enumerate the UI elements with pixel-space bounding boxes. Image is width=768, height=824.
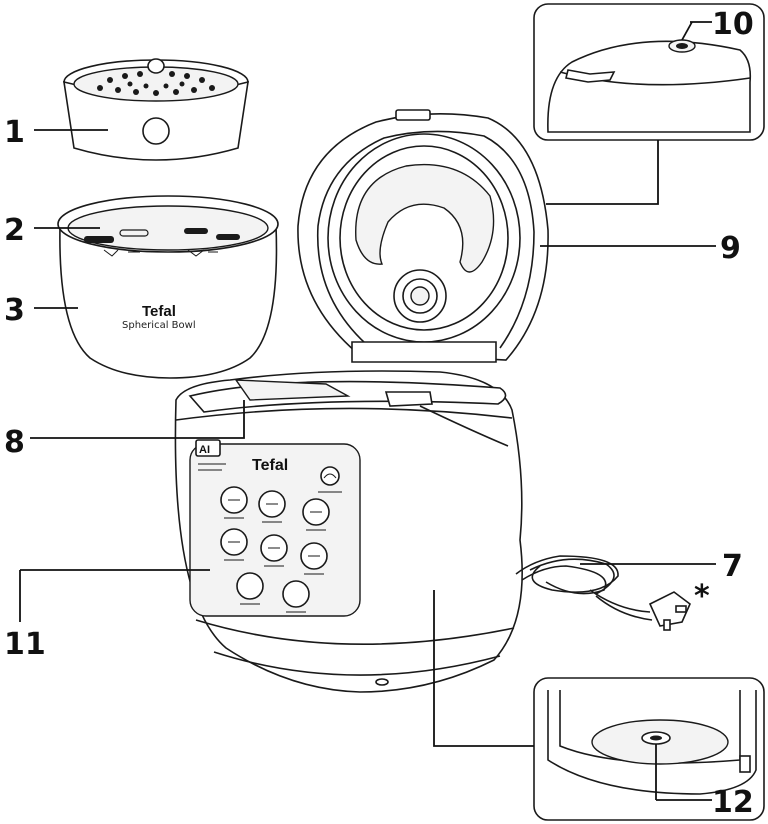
plug	[648, 591, 691, 631]
callout-3: 3	[4, 293, 25, 328]
water-level-marks	[84, 228, 240, 257]
bowl-model: Spherical Bowl	[122, 320, 196, 331]
callout-2: 2	[4, 213, 25, 248]
callout-11: 11	[4, 627, 46, 662]
callout-9: 9	[720, 231, 741, 266]
callout-asterisk: *	[694, 579, 710, 614]
body-brand: Tefal	[252, 457, 288, 474]
callout-10: 10	[712, 7, 754, 42]
callout-7: 7	[722, 549, 743, 584]
steam-basket	[63, 58, 249, 161]
power-cord	[515, 555, 691, 631]
inset-lid-vent	[533, 3, 765, 141]
steam-holes	[97, 71, 215, 96]
callout-8: 8	[4, 425, 25, 460]
callout-12: 12	[712, 785, 754, 820]
inner-bowl: Tefal Spherical Bowl	[57, 195, 279, 379]
cooker-body: Tefal AI	[174, 370, 523, 693]
bowl-brand: Tefal	[142, 303, 176, 320]
callout-1: 1	[4, 115, 25, 150]
inset-base	[533, 677, 765, 821]
control-buttons	[220, 486, 330, 613]
open-lid	[297, 109, 549, 363]
ai-badge: AI	[199, 444, 210, 456]
